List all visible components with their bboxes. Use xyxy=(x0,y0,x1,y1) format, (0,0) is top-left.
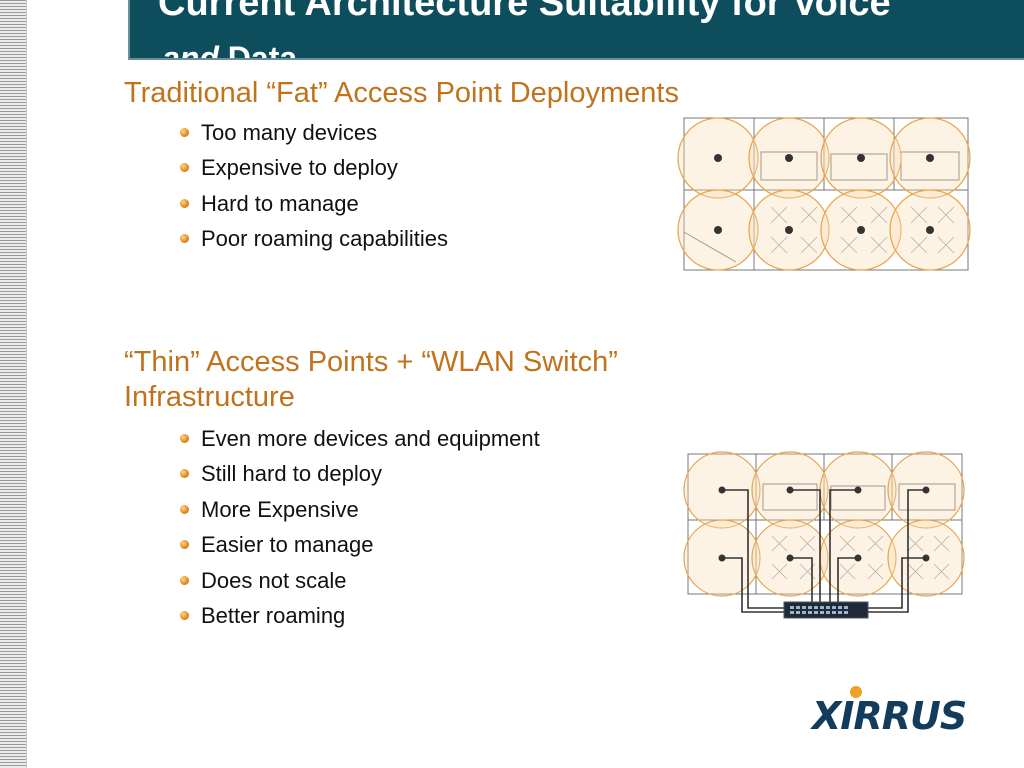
list-item: Still hard to deploy xyxy=(180,461,540,496)
coverage-circles xyxy=(683,451,965,597)
logo-dot-icon xyxy=(850,686,862,698)
access-point-markers xyxy=(714,154,934,234)
section-heading-thin-ap-line2: Infrastructure xyxy=(124,381,295,413)
floorplan-cubicles xyxy=(770,206,955,254)
bullet-list-thin-ap: Even more devices and equipment Still ha… xyxy=(180,426,540,638)
bullet-icon xyxy=(180,434,189,443)
floorplan-fat-ap-diagram xyxy=(677,117,971,271)
access-point-icon xyxy=(785,154,793,162)
section-heading-fat-ap: Traditional “Fat” Access Point Deploymen… xyxy=(124,77,679,109)
list-item: Better roaming xyxy=(180,603,540,638)
bullet-icon xyxy=(180,198,189,208)
list-item: Poor roaming capabilities xyxy=(180,226,448,261)
slide-title-and: and xyxy=(162,40,219,60)
switch-cabling xyxy=(722,489,926,613)
bullet-icon xyxy=(180,504,189,514)
floorplan-walls xyxy=(683,117,969,271)
access-point-icon xyxy=(922,486,930,494)
slide-title-line1: Current Architecture Suitability for Voi… xyxy=(158,0,891,24)
list-item: Even more devices and equipment xyxy=(180,426,540,461)
bullet-icon xyxy=(180,128,189,137)
coverage-circles xyxy=(677,117,971,271)
access-point-icon xyxy=(926,154,934,162)
title-bar: Current Architecture Suitability for Voi… xyxy=(128,0,1024,60)
wlan-switch-icon xyxy=(783,601,869,619)
bullet-list-fat-ap: Too many devices Expensive to deploy Har… xyxy=(180,120,448,262)
slide-title-data: Data xyxy=(218,40,298,60)
list-item: Too many devices xyxy=(180,120,448,155)
access-point-icon xyxy=(714,154,722,162)
bullet-icon xyxy=(180,163,189,173)
section-heading-thin-ap: “Thin” Access Points + “WLAN Switch” Inf… xyxy=(124,345,618,415)
xirrus-logo: XIRRUS xyxy=(812,686,988,738)
access-point-icon xyxy=(857,226,865,234)
bullet-icon xyxy=(180,540,189,550)
access-point-icon xyxy=(786,486,794,494)
floorplan-walls xyxy=(687,453,963,595)
bullet-icon xyxy=(180,469,189,479)
logo-text: XIRRUS xyxy=(812,694,967,738)
floorplan-thin-ap-switch-diagram xyxy=(683,451,965,619)
access-point-icon xyxy=(785,226,793,234)
access-point-icon xyxy=(854,486,862,494)
list-item: Does not scale xyxy=(180,568,540,603)
bullet-icon xyxy=(180,575,189,585)
list-item: Easier to manage xyxy=(180,532,540,567)
list-item: More Expensive xyxy=(180,497,540,532)
section-heading-thin-ap-line1: “Thin” Access Points + “WLAN Switch” xyxy=(124,346,618,378)
access-point-icon xyxy=(718,554,726,562)
access-point-icon xyxy=(857,154,865,162)
list-item: Hard to manage xyxy=(180,191,448,226)
bullet-icon xyxy=(180,234,189,244)
floorplan-cubicles xyxy=(771,535,950,580)
access-point-icon xyxy=(926,226,934,234)
access-point-icon xyxy=(718,486,726,494)
access-point-icon xyxy=(714,226,722,234)
bullet-icon xyxy=(180,610,189,620)
left-decorative-stripe xyxy=(0,0,27,768)
access-point-icon xyxy=(854,554,862,562)
access-point-icon xyxy=(922,554,930,562)
list-item: Expensive to deploy xyxy=(180,155,448,190)
slide-title-line2: and Data xyxy=(162,40,298,60)
access-point-icon xyxy=(786,554,794,562)
access-point-markers xyxy=(718,486,930,562)
